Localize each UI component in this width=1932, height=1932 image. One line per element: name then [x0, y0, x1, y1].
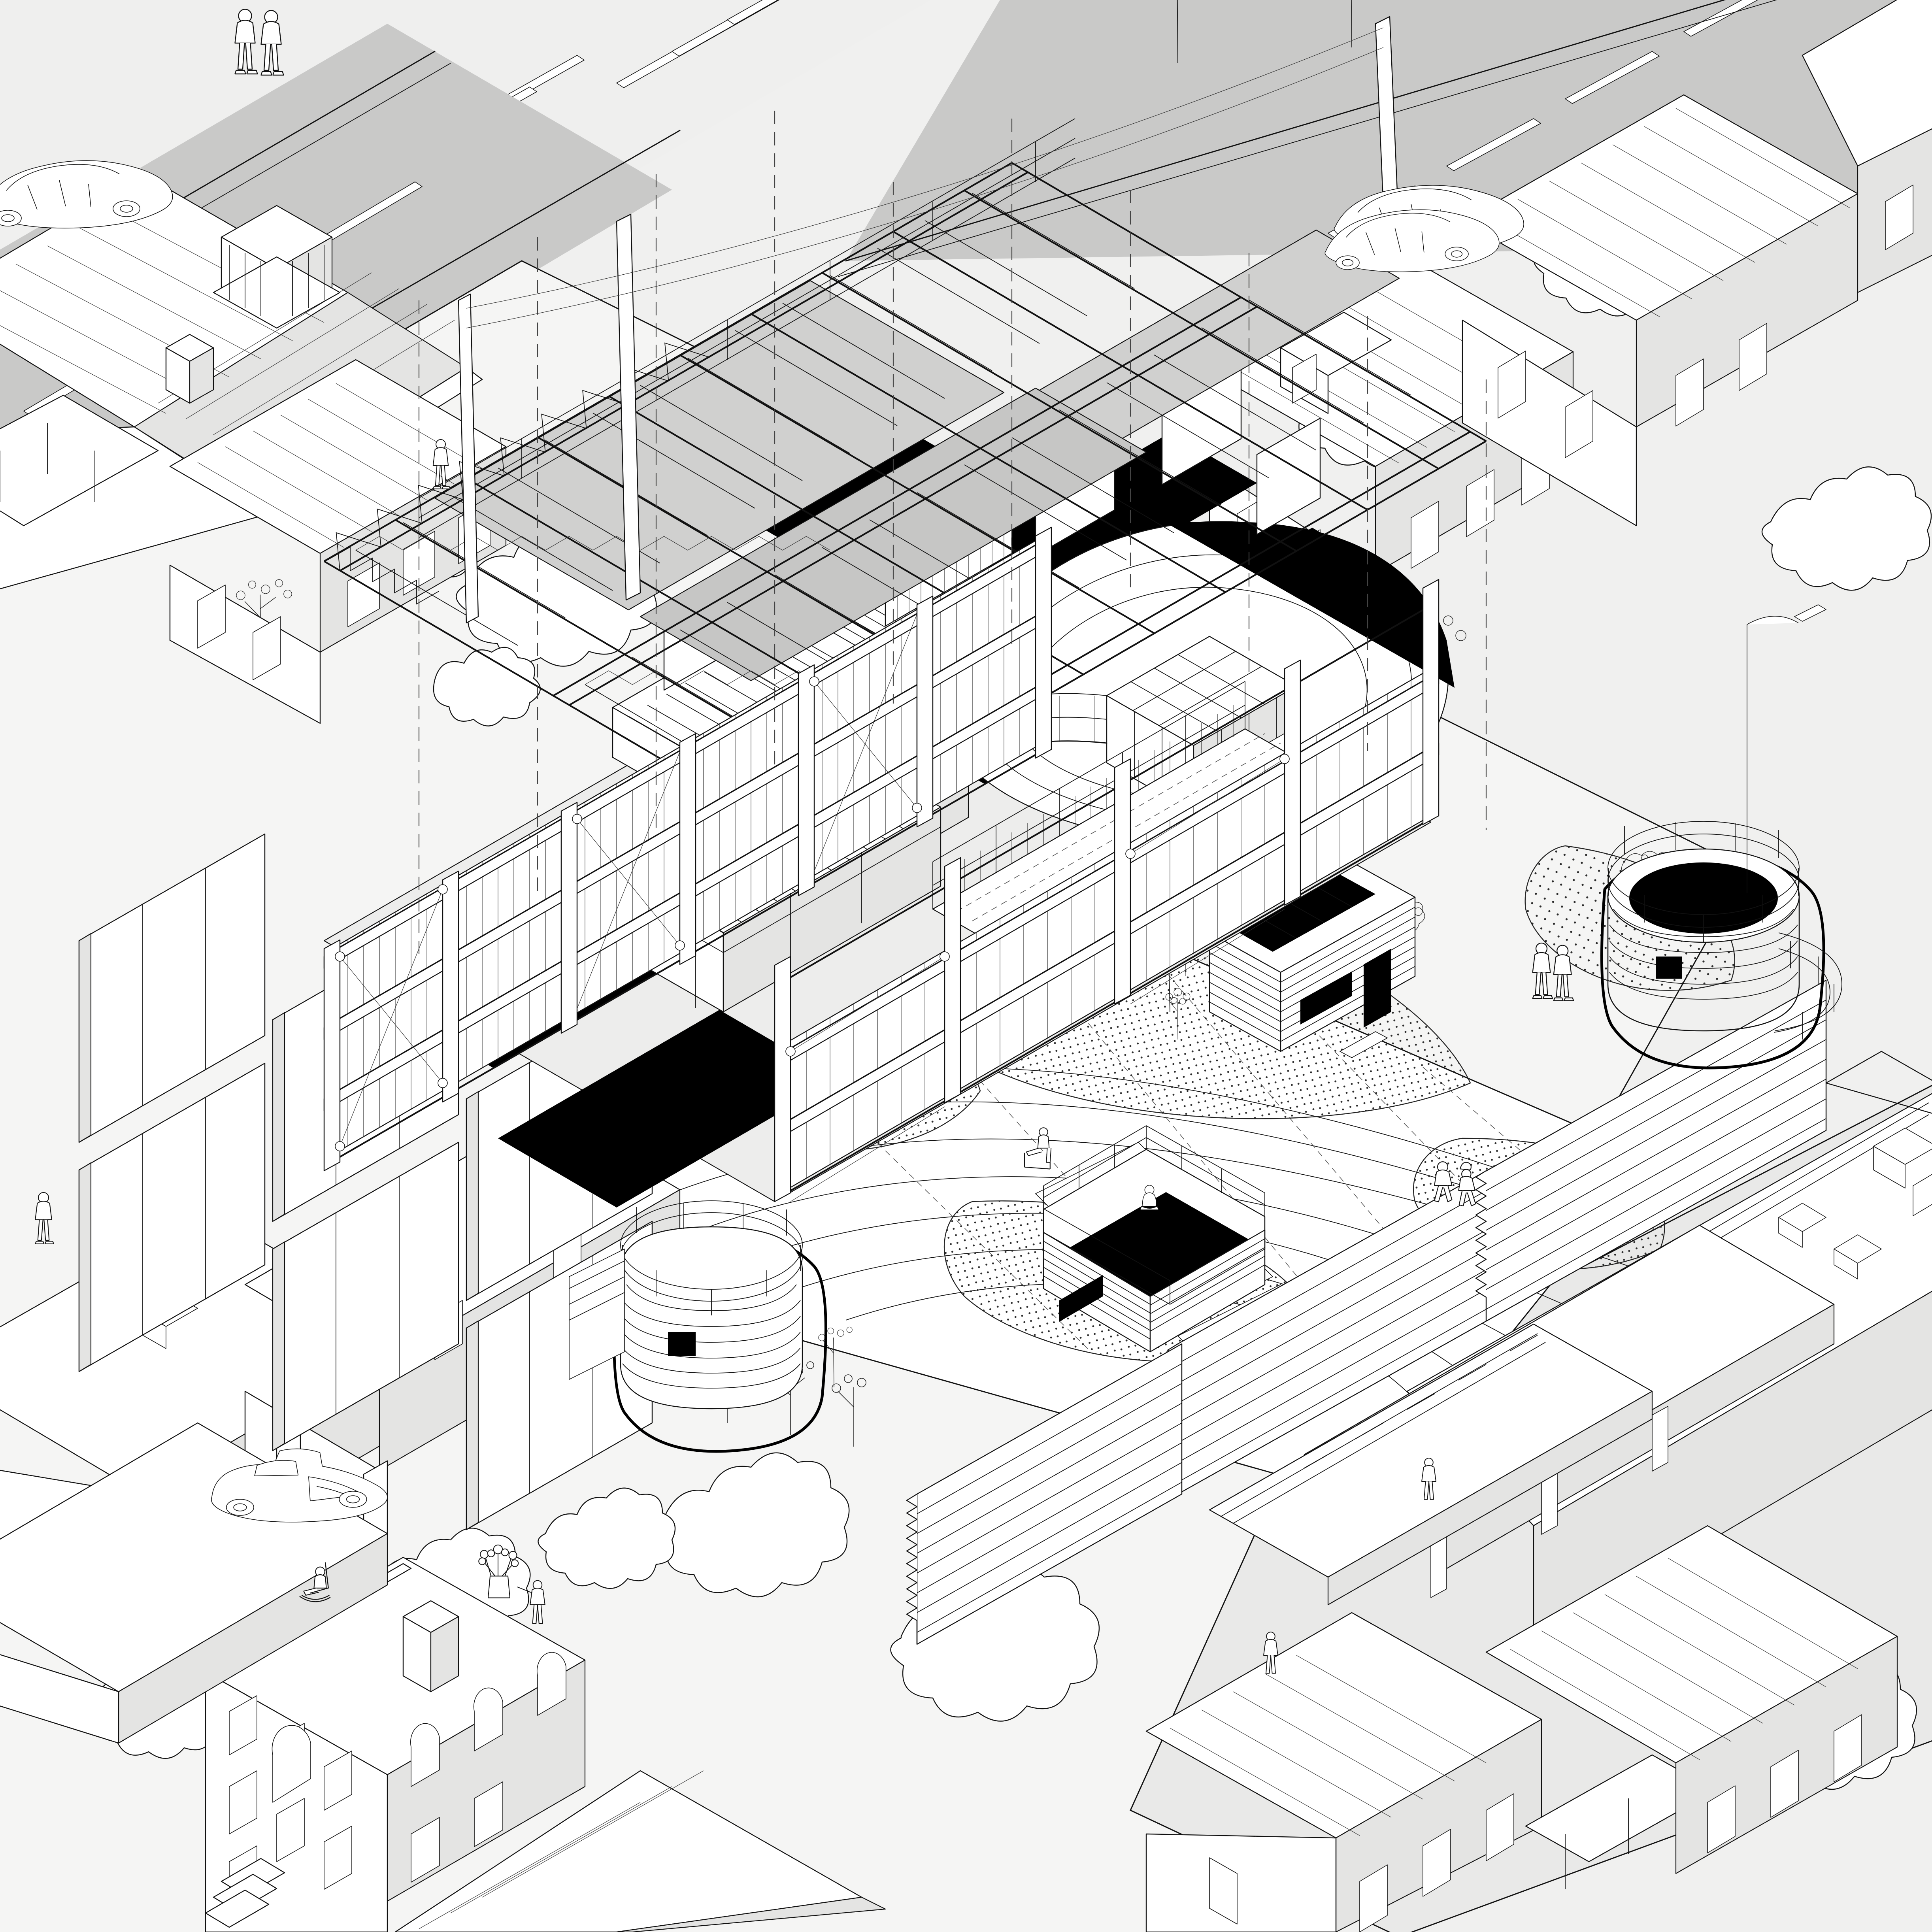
warehouse-se — [1209, 1224, 1835, 1606]
fig-sunken-meditator — [1140, 1185, 1159, 1210]
house-s — [394, 1770, 886, 1932]
house-se-2 — [1485, 1525, 1898, 1874]
kiosk-pavilion — [1209, 857, 1416, 1058]
fig-walkway-solo — [432, 439, 451, 489]
shed-ne — [1802, 0, 1932, 293]
fig-gardener-planter — [478, 1544, 545, 1624]
house-se — [1145, 1612, 1716, 1932]
fig-rocking-chair — [299, 1562, 331, 1602]
car-lot-a — [0, 160, 173, 228]
fig-bench-sitter — [1024, 1127, 1052, 1170]
rowhouse-ne-2 — [1462, 94, 1858, 526]
corrugated-wall — [906, 979, 1827, 1645]
curtain-wall-front — [323, 526, 1052, 1172]
light-poles — [458, 16, 1826, 893]
fig-corrugated-walk-2 — [1263, 1632, 1278, 1674]
upper-deck-railing — [419, 118, 1075, 538]
fig-corrugated-walk — [1421, 1458, 1436, 1500]
cistern-east — [1600, 821, 1842, 1070]
cupola — [213, 205, 341, 329]
fig-sidewalk-solo — [35, 1192, 55, 1245]
roof-trusses — [323, 162, 1487, 840]
cistern-west — [569, 1200, 827, 1453]
fig-lot-pair — [234, 9, 284, 76]
sunken-court — [1043, 1125, 1266, 1353]
fig-plaza-gardeners — [1434, 1161, 1476, 1207]
column-gridlines — [418, 111, 1487, 957]
curtain-wall-right — [774, 579, 1440, 1202]
car-street-a — [1324, 209, 1500, 272]
pickup-truck — [211, 1448, 388, 1523]
fig-plaza-pair — [1532, 942, 1574, 1001]
